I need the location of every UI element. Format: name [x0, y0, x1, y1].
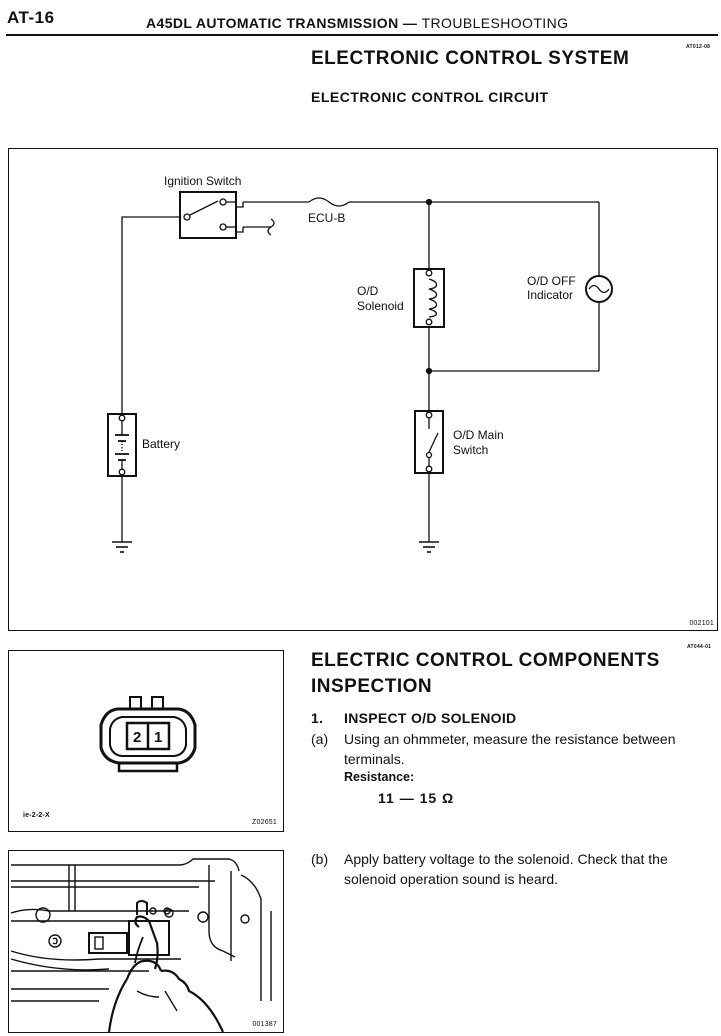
- item-a-marker: (a): [311, 731, 329, 747]
- connector-caption: ie-2-2-X: [23, 812, 50, 819]
- section-1-title: ELECTRONIC CONTROL SYSTEM: [311, 48, 630, 69]
- main-switch-blade: [428, 432, 439, 453]
- connector-figure-panel: 2 1 ie-2-2-X Z02651: [8, 650, 284, 832]
- hand-knuckles: [125, 959, 163, 980]
- wire-battery-to-ignition: [121, 216, 180, 414]
- step-number: 1.: [311, 710, 324, 726]
- connector-base: [117, 763, 179, 773]
- item-b-marker: (b): [311, 851, 329, 867]
- header-rule: [6, 34, 718, 36]
- solenoid-photo-drawing: [10, 858, 272, 1032]
- connector-drawing: 2 1: [99, 696, 197, 773]
- section-2-ref-code: AT044-01: [687, 644, 712, 650]
- label-ignition-switch: Ignition Switch: [164, 174, 241, 188]
- label-solenoid-line1: O/D: [357, 284, 379, 298]
- section-2-title: ELECTRIC CONTROL COMPONENTS INSPECTION: [311, 648, 660, 700]
- fuse-ecu-b: [308, 197, 350, 207]
- header-title-main: A45DL AUTOMATIC TRANSMISSION: [146, 15, 399, 31]
- header-title-separator: —: [398, 15, 422, 31]
- header-title-section: TROUBLESHOOTING: [421, 15, 569, 31]
- solenoid-photo-panel: 001387: [8, 850, 284, 1033]
- item-a-line1: Using an ohmmeter, measure the resistanc…: [344, 731, 676, 747]
- circuit-diagram-panel: Ignition Switch ECU-B O/D Solenoid O/D O…: [8, 148, 718, 631]
- label-battery: Battery: [142, 437, 180, 451]
- resistance-label: Resistance:: [344, 770, 415, 784]
- indicator-filament: [588, 284, 610, 294]
- connector-tab-right: [151, 696, 164, 710]
- section-1-ref-code: AT012-08: [686, 44, 711, 50]
- photo-figure-code: 001387: [252, 1021, 277, 1028]
- solenoid-block: [88, 932, 128, 954]
- finger: [134, 915, 159, 970]
- ignition-terminal-left: [183, 213, 191, 221]
- connector-tab-left: [129, 696, 142, 710]
- ignition-terminal-top: [219, 198, 227, 206]
- solenoid-connector: [136, 900, 148, 915]
- item-b-line1: Apply battery voltage to the solenoid. C…: [344, 851, 668, 867]
- ignition-switch-blade: [189, 200, 219, 216]
- step-title: INSPECT O/D SOLENOID: [344, 710, 517, 726]
- label-main-switch-line1: O/D Main: [453, 428, 504, 442]
- page-number: AT-16: [7, 8, 55, 27]
- solenoid-coil: [428, 278, 438, 318]
- housing-top-edge: [11, 858, 240, 872]
- label-ecu-b: ECU-B: [308, 211, 345, 225]
- wire-break-mark: [267, 218, 275, 236]
- label-main-switch-line2: Switch: [453, 443, 488, 457]
- resistance-value: 11 — 15 Ω: [378, 790, 455, 806]
- section-1-subtitle: ELECTRONIC CONTROL CIRCUIT: [311, 89, 549, 105]
- page-header-title: A45DL AUTOMATIC TRANSMISSION — TROUBLESH…: [146, 15, 568, 31]
- section-2-title-line1: ELECTRIC CONTROL COMPONENTS: [311, 650, 660, 671]
- item-a-line2: terminals.: [344, 751, 405, 767]
- connector-inner: [109, 716, 187, 757]
- circuit-diagram: Ignition Switch ECU-B O/D Solenoid O/D O…: [107, 174, 613, 553]
- hand-wrist-right: [160, 969, 225, 1032]
- circuit-figure-code: 002101: [689, 620, 714, 627]
- section-2-title-line2: INSPECTION: [311, 676, 433, 697]
- item-b-line2: solenoid operation sound is heard.: [344, 871, 559, 887]
- terminal-label-1: 1: [154, 729, 162, 746]
- label-indicator-line2: Indicator: [527, 288, 573, 302]
- ignition-terminal-bottom: [219, 223, 227, 231]
- connector-body: [99, 707, 197, 765]
- hand-wrist-left: [107, 978, 128, 1032]
- connector-figure-code: Z02651: [252, 819, 277, 826]
- label-solenoid-line2: Solenoid: [357, 299, 404, 313]
- ignition-switch-box: [179, 191, 237, 239]
- solenoid-box: [413, 268, 445, 328]
- label-indicator-line1: O/D OFF: [527, 274, 576, 288]
- bolt-c: [48, 934, 62, 948]
- terminal-label-2: 2: [133, 729, 141, 746]
- solenoid-body: [128, 920, 170, 956]
